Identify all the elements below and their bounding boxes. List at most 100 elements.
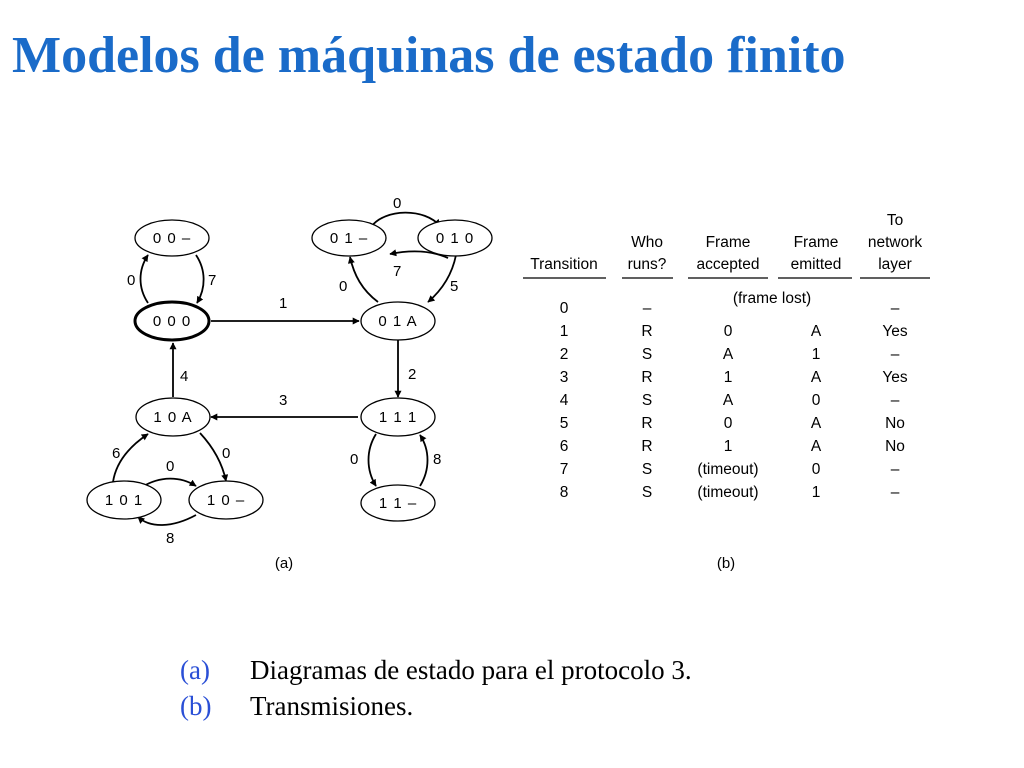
state-node: 1 0 A	[135, 397, 211, 437]
table-row: 2 S A 1 –	[560, 346, 900, 363]
table-cell: 1	[724, 369, 733, 386]
table-cell: 5	[560, 415, 569, 432]
table-row: 0 – (frame lost) –	[560, 290, 900, 317]
column-header: Frame	[706, 234, 751, 251]
column-header: emitted	[791, 256, 842, 273]
caption-item: (b) Transmisiones.	[180, 688, 692, 724]
table-cell: 8	[560, 484, 569, 501]
state-label: 0 1 A	[378, 313, 417, 330]
edge-010-to-01-	[389, 249, 449, 259]
edge-label: 0	[339, 278, 347, 295]
table-cell: –	[891, 392, 900, 409]
edge-label: 4	[180, 368, 188, 385]
caption-marker: (b)	[180, 691, 212, 721]
diagram-edges	[112, 211, 457, 526]
table-cell: (frame lost)	[733, 290, 811, 307]
state-label: 1 0 1	[105, 492, 143, 509]
table-caption: (b)	[717, 555, 735, 572]
column-header: Who	[631, 234, 663, 251]
table-cell: 0	[724, 415, 733, 432]
column-header: layer	[878, 256, 912, 273]
column-header: Transition	[530, 256, 597, 273]
table-header: Transition Who runs? Frame accepted Fram…	[523, 212, 930, 279]
state-node-initial: 0 0 0	[133, 300, 211, 342]
edge-label: 3	[279, 392, 287, 409]
caption-item: (a) Diagramas de estado para el protocol…	[180, 652, 692, 688]
state-node: 1 1 1	[360, 397, 436, 437]
edge-label: 8	[166, 530, 174, 547]
edge-000-to-00-	[139, 254, 149, 304]
table-cell: 0	[560, 300, 569, 317]
edge-00--to-000	[195, 254, 205, 304]
table-cell: R	[641, 415, 652, 432]
edge-01A-to-01-	[347, 256, 379, 303]
state-node: 1 0 1	[86, 480, 162, 520]
state-node: 0 1 –	[311, 219, 387, 257]
caption-marker: (a)	[180, 655, 210, 685]
table-cell: –	[891, 300, 900, 317]
table-row: 4 S A 0 –	[560, 392, 900, 409]
edge-10A-to-10-	[199, 432, 229, 482]
edge-101-to-10-	[141, 477, 197, 488]
table-cell: S	[642, 484, 652, 501]
table-cell: A	[723, 346, 734, 363]
diagram-caption: (a)	[275, 555, 293, 572]
state-label: 1 0 A	[153, 409, 192, 426]
edge-label: 6	[112, 445, 120, 462]
column-header: runs?	[628, 256, 667, 273]
state-label: 0 1 –	[330, 230, 368, 247]
table-cell: 0	[812, 461, 821, 478]
table-cell: –	[891, 461, 900, 478]
edge-label: 1	[279, 295, 287, 312]
diagram-edge-labels: 0 7 1 0 7 0 5 2 3 4 6 0 0 8 0 8	[112, 195, 458, 547]
table-cell: 4	[560, 392, 569, 409]
table-cell: A	[811, 323, 822, 340]
caption-text: Diagramas de estado para el protocolo 3.	[250, 655, 692, 685]
table-cell: (timeout)	[697, 484, 758, 501]
edge-label: 7	[393, 263, 401, 280]
table-cell: 0	[724, 323, 733, 340]
state-label: 1 0 –	[207, 492, 245, 509]
state-node: 0 1 A	[360, 301, 436, 341]
column-header: network	[868, 234, 923, 251]
edge-label: 0	[350, 451, 358, 468]
edge-label: 8	[433, 451, 441, 468]
table-cell: No	[885, 438, 905, 455]
state-label: 1 1 –	[379, 495, 417, 512]
edge-010-to-01A	[427, 254, 457, 303]
table-cell: 1	[560, 323, 569, 340]
table-cell: –	[891, 346, 900, 363]
state-label: 0 0 –	[153, 230, 191, 247]
edge-label: 5	[450, 278, 458, 295]
edge-label: 0	[393, 195, 401, 212]
table-cell: (timeout)	[697, 461, 758, 478]
table-row: 8 S (timeout) 1 –	[560, 484, 900, 501]
table-cell: A	[811, 438, 822, 455]
column-header: To	[887, 212, 903, 229]
table-cell: 6	[560, 438, 569, 455]
transition-table: Transition Who runs? Frame accepted Fram…	[523, 212, 930, 501]
table-row: 6 R 1 A No	[560, 438, 905, 455]
table-cell: No	[885, 415, 905, 432]
table-cell: 2	[560, 346, 569, 363]
table-cell: 1	[724, 438, 733, 455]
edge-label: 0	[127, 272, 135, 289]
table-cell: R	[641, 323, 652, 340]
edge-101-to-10A	[112, 433, 149, 483]
table-cell: 3	[560, 369, 569, 386]
table-cell: 1	[812, 484, 821, 501]
table-cell: 0	[812, 392, 821, 409]
edge-label: 0	[222, 445, 230, 462]
table-cell: 7	[560, 461, 569, 478]
table-cell: –	[643, 300, 652, 317]
edge-111-to-11-	[367, 433, 377, 487]
state-node: 0 1 0	[417, 219, 493, 257]
table-cell: S	[642, 392, 652, 409]
edge-label: 7	[208, 272, 216, 289]
table-row: 1 R 0 A Yes	[560, 323, 908, 340]
table-cell: R	[641, 369, 652, 386]
edge-10--to-101	[137, 514, 197, 526]
figure-captions: (a) Diagramas de estado para el protocol…	[180, 652, 692, 724]
column-header: accepted	[697, 256, 760, 273]
